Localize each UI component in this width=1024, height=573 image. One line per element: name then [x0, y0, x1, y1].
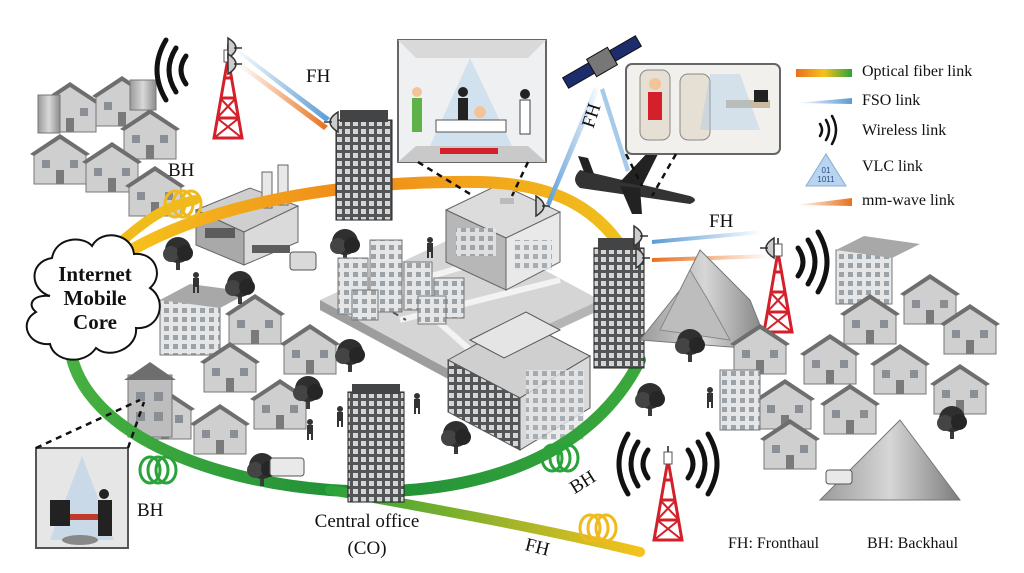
legend-fso: FSO link: [862, 92, 921, 109]
wireless-waves-right: [795, 229, 830, 295]
fh-label-right: FH: [709, 211, 734, 232]
dark-tower-top: [323, 110, 393, 221]
central-office-line2: (CO): [347, 538, 387, 559]
downtown-towers: [337, 239, 465, 325]
core-label-line1: Internet: [58, 262, 132, 286]
vlc-triangle-icon: [805, 153, 847, 187]
legend-optical-fiber: Optical fiber link: [862, 63, 973, 80]
legend-icons: [796, 69, 852, 206]
abbr-fronthaul: FH: Fronthaul: [728, 535, 820, 552]
core-label-line2: Mobile: [63, 286, 127, 310]
vlc-icon-text: 01 1011: [809, 166, 843, 184]
abbr-backhaul: BH: Backhaul: [867, 535, 959, 552]
bh-label-top-left: BH: [168, 160, 195, 181]
left-top-houses: [29, 75, 186, 217]
right-city: [247, 236, 1001, 486]
fh-label-top: FH: [306, 66, 331, 87]
central-office-label: Central office (CO): [292, 508, 442, 562]
central-office-line1: Central office: [314, 511, 420, 532]
central-office-tower: [347, 384, 405, 503]
airplane: [575, 150, 695, 214]
optical-fiber-gradient-icon: [796, 69, 852, 77]
legend-vlc: VLC link: [862, 158, 923, 175]
internet-core-label: Internet Mobile Core: [40, 262, 150, 334]
core-label-line3: Core: [73, 310, 117, 334]
fso-beam-icon: [796, 98, 852, 104]
office-complex: [446, 311, 592, 451]
beams-right: [652, 230, 775, 262]
wireless-waves-bottom: [616, 431, 720, 497]
vlc-icon-text-2: 1011: [817, 175, 835, 184]
beams-top: [227, 37, 330, 130]
wireless-waves-icon: [818, 114, 838, 146]
vlc-icon-text-1: 01: [821, 166, 831, 175]
hospital-building: [444, 183, 562, 291]
home-inset: [35, 447, 129, 549]
mm-wave-beam-icon: [796, 198, 852, 206]
legend-mm-wave: mm-wave link: [862, 192, 955, 209]
cell-tower-bottom: [652, 444, 684, 542]
hospital-inset: [397, 39, 547, 163]
wireless-waves-top-left: [154, 37, 189, 103]
legend-wireless: Wireless link: [862, 122, 947, 139]
vehicles: [269, 251, 853, 485]
satellite: [561, 35, 643, 89]
bh-coil-bottom-left: [138, 455, 178, 485]
internet-core-cloud: [25, 234, 161, 361]
dashed-connectors: [35, 153, 678, 450]
beam-satellite: [546, 87, 630, 206]
cabin-inset: [625, 63, 781, 155]
dark-tower-right: [593, 225, 651, 369]
mountains: [639, 249, 961, 501]
bh-label-bottom-left: BH: [137, 500, 164, 521]
